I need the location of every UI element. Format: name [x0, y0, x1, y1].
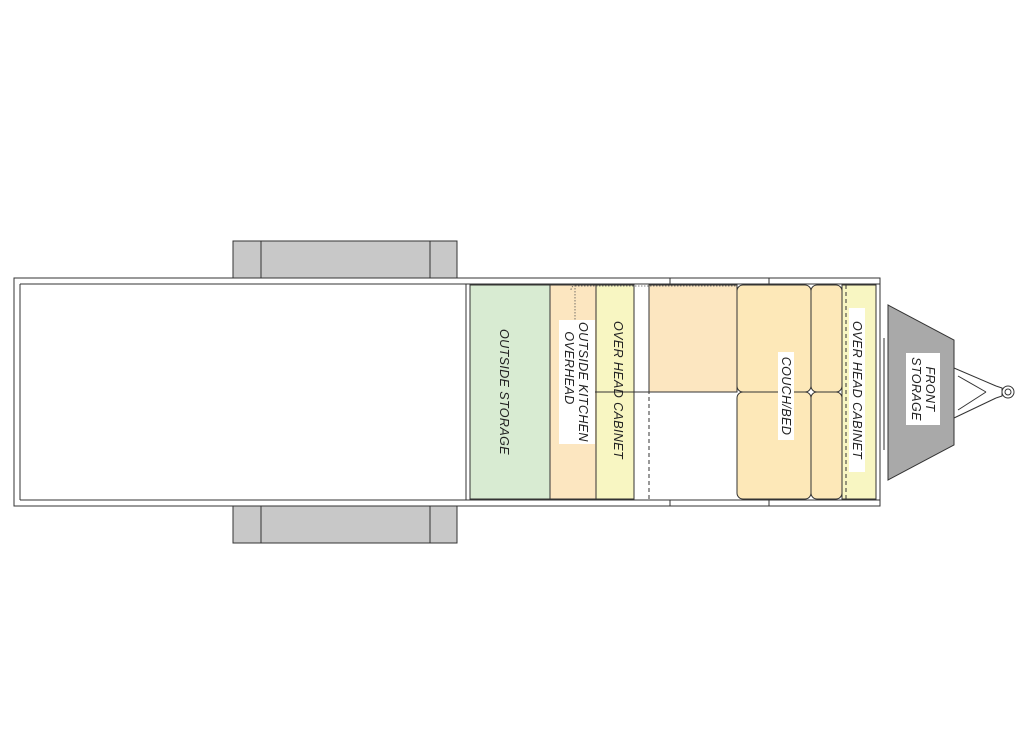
outside-kitchen-dotted-outline: [570, 285, 576, 392]
outside-storage-zone: [469, 284, 551, 500]
top-wheel-fender: [232, 240, 458, 280]
label-couch-bed: COUCH/BED: [778, 352, 794, 440]
overhead-cabinet-front-label: OVER HEAD CABINET: [850, 321, 864, 460]
hitch-tongue: [883, 330, 1015, 458]
label-overhead-cabinet-rear: OVER HEAD CABINET: [611, 321, 625, 460]
front-storage-label-line1: FRONT: [923, 366, 937, 412]
outside-storage-label: OUTSIDE STORAGE: [497, 329, 511, 455]
outside-kitchen-label-line1: OUTSIDE KITCHEN: [576, 322, 590, 442]
label-front-storage: FRONT STORAGE: [906, 353, 940, 425]
front-storage-label-line2: STORAGE: [909, 357, 923, 421]
label-overhead-cabinet-front: OVER HEAD CABINET: [849, 308, 865, 472]
label-outside-storage: OUTSIDE STORAGE: [497, 329, 511, 455]
overhead-cabinet-rear-label: OVER HEAD CABINET: [611, 321, 625, 460]
upper-cabinet-block: [648, 284, 738, 393]
outside-kitchen-label-line2: OVERHEAD: [562, 331, 576, 404]
wall-offsets: [669, 278, 770, 506]
label-outside-kitchen: OUTSIDE KITCHEN OVERHEAD: [559, 320, 595, 444]
bottom-wheel-fender: [232, 504, 458, 544]
couch-bed-label: COUCH/BED: [779, 357, 793, 436]
